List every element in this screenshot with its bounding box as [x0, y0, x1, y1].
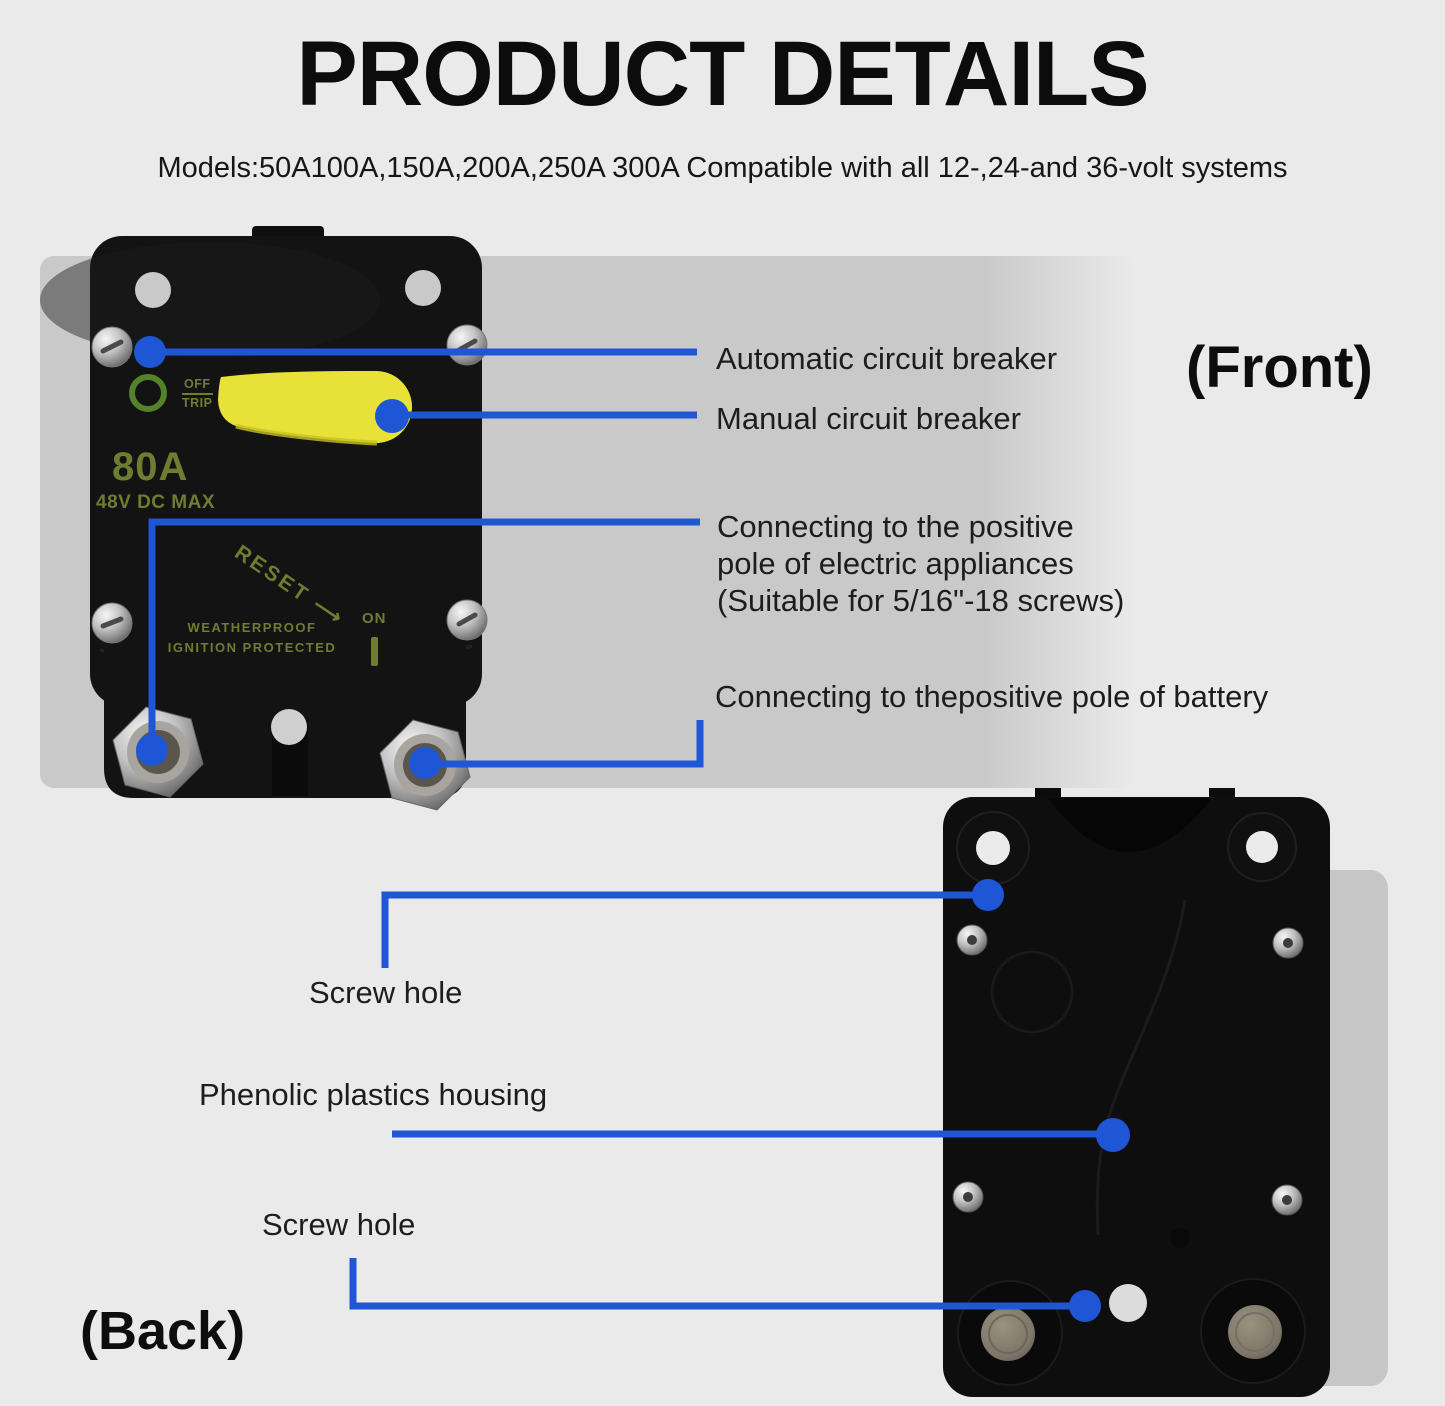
weatherproof-line: WEATHERPROOF [187, 620, 317, 635]
on-indicator-bar [371, 637, 378, 666]
dot-automatic [134, 336, 166, 368]
page-title: PRODUCT DETAILS [296, 23, 1149, 125]
front-tag: (Front) [1186, 335, 1373, 400]
leader-positive-appliances [148, 518, 700, 748]
weatherproof-label: WEATHERPROOF IGNITION PROTECTED [152, 618, 352, 658]
back-tag: (Back) [80, 1301, 246, 1361]
callout-positive-battery: Connecting to thepositive pole of batter… [715, 679, 1269, 714]
front-breaker-photo [40, 226, 488, 811]
front-mount-hole-left [135, 272, 171, 308]
dot-screw-hole-top [972, 879, 1004, 911]
dot-positive-battery [409, 747, 441, 779]
callout-screw-hole-bottom: Screw hole [262, 1207, 416, 1242]
callout-line: Connecting to the positive [717, 509, 1074, 544]
back-screws [952, 924, 1304, 1216]
leader-screw-hole-top [381, 891, 988, 968]
reset-lever [218, 370, 413, 443]
off-trip-label: OFF TRIP [182, 378, 213, 410]
off-label: OFF [182, 378, 213, 395]
trip-indicator-ring [129, 374, 167, 412]
callout-line: (Suitable for 5/16"-18 screws) [717, 583, 1125, 618]
dot-manual [375, 399, 409, 433]
on-label: ON [362, 610, 387, 627]
trip-label: TRIP [182, 396, 213, 410]
callout-line: pole of electric appliances [717, 546, 1074, 581]
back-center-hole [1109, 1284, 1147, 1322]
dot-phenolic [1096, 1118, 1130, 1152]
back-body [943, 797, 1330, 1397]
leader-screw-hole-bottom [349, 1258, 1085, 1310]
back-terminal-right [1200, 1278, 1306, 1384]
voltage-rating: 48V DC MAX [96, 492, 216, 513]
callout-automatic-breaker: Automatic circuit breaker [716, 341, 1058, 376]
models-subtitle: Models:50A100A,150A,200A,250A 300A Compa… [157, 152, 1288, 184]
front-mount-hole-right [405, 270, 441, 306]
callout-positive-appliances: Connecting to the positive pole of elect… [717, 508, 1124, 619]
leader-positive-battery [425, 720, 704, 768]
callout-manual-breaker: Manual circuit breaker [716, 401, 1021, 436]
front-center-hole [271, 709, 307, 745]
dot-screw-hole-bottom [1069, 1290, 1101, 1322]
callout-leader-lines [148, 348, 1113, 1310]
ignition-line: IGNITION PROTECTED [167, 640, 337, 655]
back-mount-hole-right [1246, 831, 1278, 863]
dot-positive-appliances [136, 734, 168, 766]
callout-phenolic-housing: Phenolic plastics housing [199, 1077, 548, 1112]
amp-rating: 80A [112, 445, 189, 489]
front-screws [91, 324, 488, 644]
callout-screw-hole-top: Screw hole [309, 975, 463, 1010]
callout-dots [134, 336, 1130, 1322]
back-mount-hole-left [976, 831, 1010, 865]
back-terminal-left [957, 1280, 1063, 1386]
